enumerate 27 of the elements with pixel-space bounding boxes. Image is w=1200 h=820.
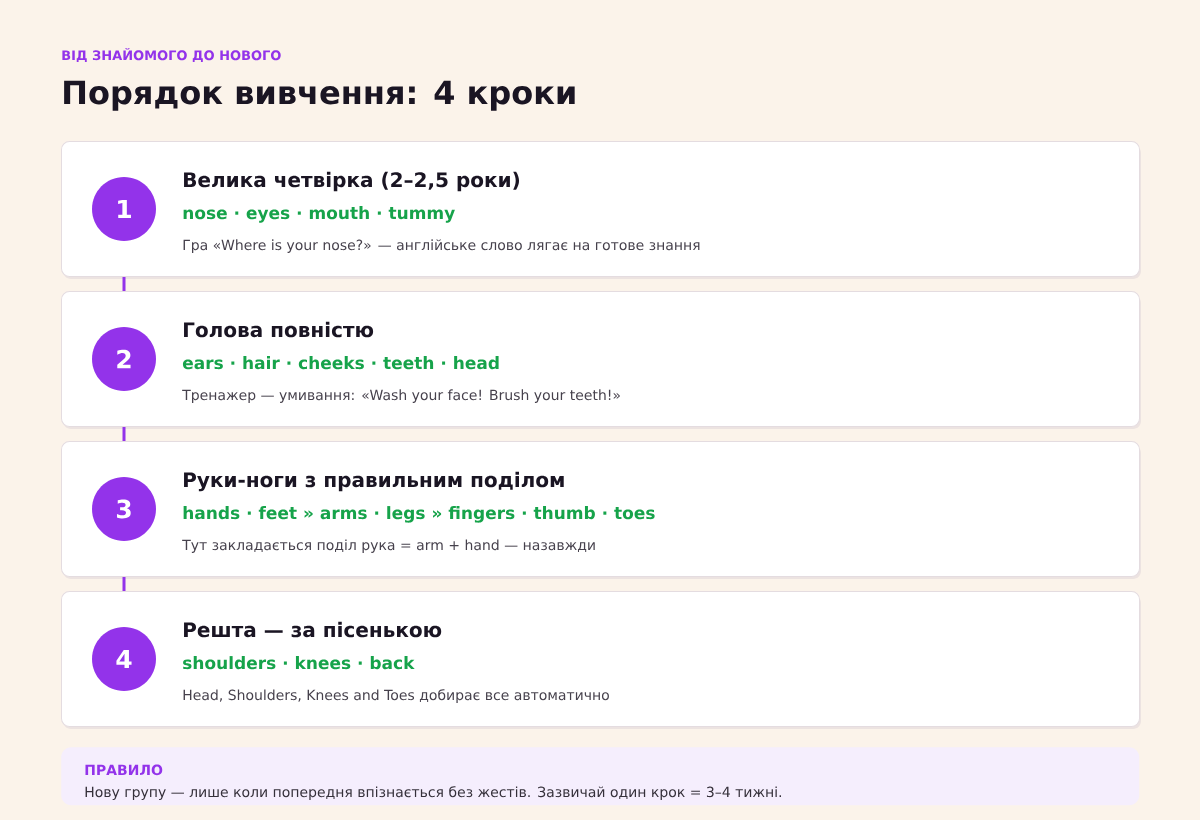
word-list: shoulders · knees · back (183, 656, 415, 670)
word-list: hands · feet » arms · legs » fingers · thumb · toes (183, 506, 655, 523)
connector-line (122, 277, 126, 291)
step-description: Гра «Where is your nose?» — англійське слово лягає на готове знання (183, 239, 700, 253)
step-heading: Решта — за пісенькою (184, 621, 442, 638)
number-badge: 1 (92, 177, 156, 241)
rule-text: Нову групу — лише коли попередня впізнається без жестів. Зазвичай один крок = 3–4 тижні. (85, 786, 781, 800)
number-badge: 4 (92, 627, 156, 691)
step-heading: Велика четвірка (2–2,5 роки) (184, 171, 519, 192)
step-heading: Голова повністю (184, 321, 374, 338)
step-description: Head, Shoulders, Knees and Toes добирає все автоматично (183, 689, 609, 703)
step-card (61, 591, 1141, 729)
word-list: ears · hair · cheeks · teeth · head (182, 356, 499, 370)
step-heading: Руки-ноги з правильним поділом (184, 471, 564, 492)
page-title: Порядок вивчення: 4 кроки (64, 80, 575, 111)
number-badge: 3 (92, 477, 156, 541)
number-badge: 2 (92, 327, 156, 391)
word-list: nose · eyes · mouth · tummy (183, 206, 455, 223)
connector-line (122, 427, 126, 441)
step-card (61, 291, 1141, 429)
rule-label: ПРАВИЛО (85, 764, 163, 776)
step-card (61, 441, 1141, 579)
step-description: Тут закладається поділ рука = arm + hand — назавжди (182, 539, 595, 553)
step-description: Тренажер — умивання: «Wash your face! Brush your teeth!» (182, 389, 620, 403)
eyebrow-label: ВІД ЗНАЙОМОГО ДО НОВОГО (62, 47, 281, 63)
connector-line (122, 577, 126, 591)
step-card (61, 141, 1141, 279)
